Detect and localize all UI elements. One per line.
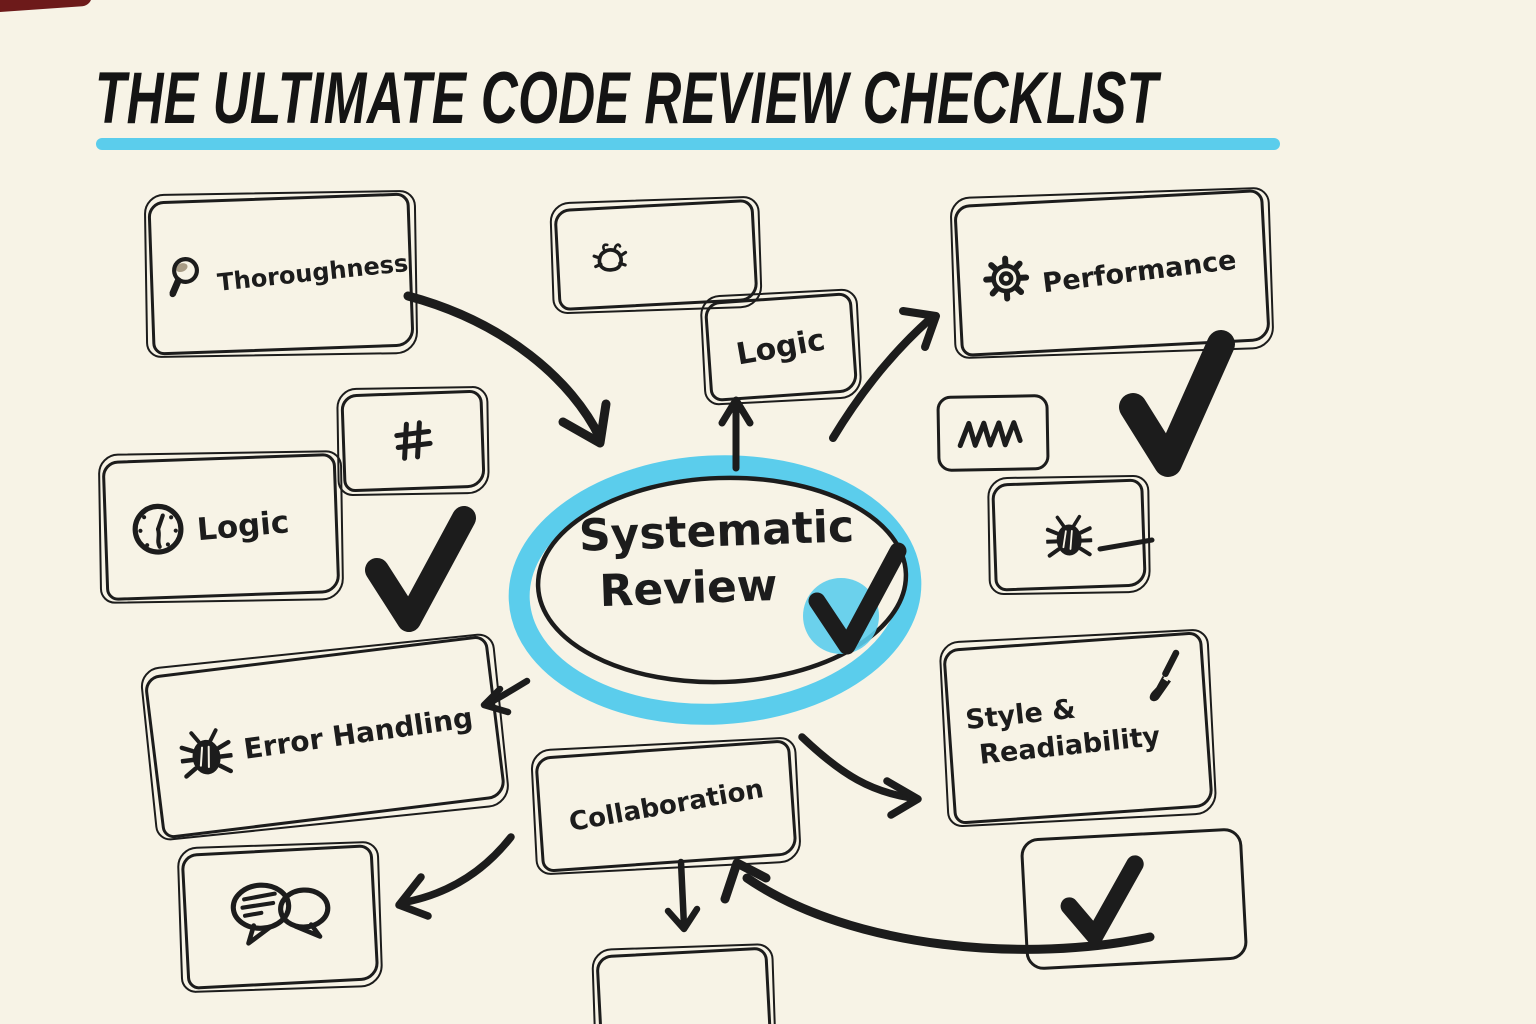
node-performance: Performance (953, 188, 1271, 358)
node-bug-small (553, 198, 759, 312)
clock-icon (132, 503, 184, 555)
gear-icon (983, 255, 1030, 302)
check-left-of-center (365, 506, 476, 632)
arrow-center-to-style (798, 733, 922, 819)
arrow-collaboration-to-chat (395, 833, 515, 920)
title-underline (96, 138, 1280, 150)
node-logic-left: Logic (101, 452, 341, 602)
check-below-performance (1119, 330, 1235, 477)
node-collaboration: Collaboration (534, 739, 798, 873)
speech-bubbles-icon (230, 882, 331, 946)
magnifier-icon (169, 257, 199, 298)
node-check-box (1019, 827, 1249, 971)
node-error-handling-label: Error Handling (241, 700, 475, 766)
node-error-handling: Error Handling (143, 634, 507, 840)
arrow-center-to-logic (718, 396, 754, 472)
node-bottom-box (595, 946, 773, 1024)
center-node-systematic-review: Systematic Review (538, 501, 896, 619)
node-squiggle (936, 394, 1050, 472)
node-bug-right (991, 478, 1147, 592)
page-title: THE ULTIMATE CODE REVIEW CHECKLIST (95, 58, 1159, 139)
node-style-readability: Style & Readiability (942, 631, 1214, 825)
node-logic-top: Logic (703, 291, 859, 403)
bug-outline-icon (592, 243, 628, 272)
node-chat (180, 844, 380, 990)
check-icon (1060, 855, 1144, 945)
paintbrush-icon (1149, 649, 1180, 702)
corner-red-mark (0, 0, 93, 13)
center-label-line1: Systematic (578, 501, 855, 562)
bug-icon (1045, 514, 1093, 558)
squiggle-icon (957, 420, 1023, 449)
arrow-collaboration-to-bottom-box (664, 858, 701, 933)
node-logic-top-label: Logic (733, 322, 829, 372)
hash-icon (394, 420, 433, 461)
node-performance-label: Performance (1040, 244, 1239, 299)
node-style-readability-text: Style & Readiability (964, 683, 1162, 776)
bug-icon (179, 728, 234, 779)
node-collaboration-label: Collaboration (566, 774, 766, 838)
node-tally (340, 389, 486, 493)
node-logic-left-label: Logic (195, 504, 291, 549)
node-thoroughness-label: Thoroughness (216, 248, 410, 297)
node-thoroughness: Thoroughness (147, 192, 415, 356)
center-label-line2: Review (598, 560, 779, 618)
